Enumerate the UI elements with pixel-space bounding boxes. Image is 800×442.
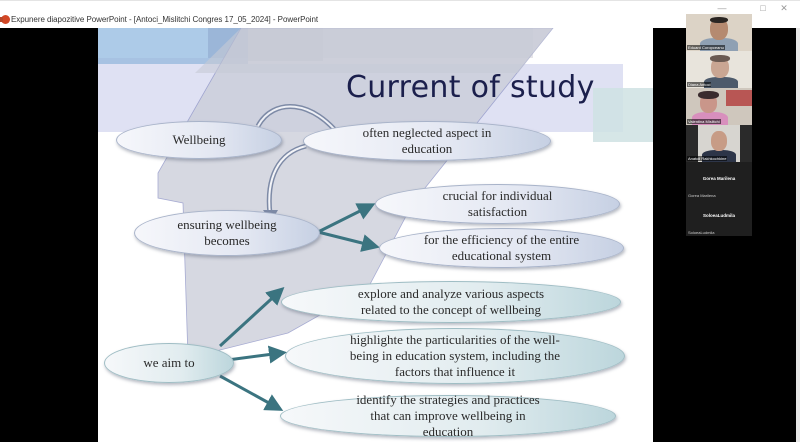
node-wellbeing: Wellbeing	[116, 121, 282, 159]
participant-panel: Eduard Coropceanu Diana Antoci Valentina…	[686, 14, 752, 236]
node-aim: we aim to	[104, 343, 234, 383]
participant-tile[interactable]: Valentina Mislitchi	[686, 88, 752, 125]
participant-tile[interactable]: SoloeaLudmila SoloeaLudmila	[686, 199, 752, 236]
node-crucial-text: crucial for individual satisfaction	[442, 188, 553, 219]
participant-video	[704, 77, 738, 88]
node-highlight: highlighte the particularities of the we…	[285, 328, 625, 384]
participant-name: Anatoli Rakhkochkine	[687, 156, 728, 161]
node-explore: explore and analyze various aspects rela…	[281, 281, 621, 323]
node-highlight-text: highlighte the particularities of the we…	[349, 332, 561, 379]
powerpoint-icon	[0, 15, 10, 24]
node-crucial: crucial for individual satisfaction	[375, 184, 620, 224]
participant-name: Valentina Mislitchi	[687, 119, 721, 124]
participant-tile[interactable]: Anatoli Rakhkochkine	[686, 125, 752, 162]
slide-title: Current of study	[346, 70, 595, 105]
maximize-button[interactable]: □	[760, 3, 766, 13]
window-edge	[796, 28, 800, 442]
close-button[interactable]: ✕	[780, 3, 788, 13]
slide[interactable]: Current of study Wellbeing often neglect…	[98, 28, 653, 442]
node-ensuring-text: ensuring wellbeing becomes	[177, 217, 277, 248]
node-explore-text: explore and analyze various aspects rela…	[357, 286, 545, 317]
participant-tile[interactable]: Gorea Marilena Gorea Marilena	[686, 162, 752, 199]
participant-name: Eduard Coropceanu	[687, 45, 725, 50]
node-efficiency: for the efficiency of the entire educati…	[379, 228, 624, 268]
node-ensuring: ensuring wellbeing becomes	[134, 210, 320, 256]
node-aim-text: we aim to	[143, 355, 195, 370]
participant-name: Diana Antoci	[687, 82, 712, 87]
participant-tile[interactable]: Eduard Coropceanu	[686, 14, 752, 51]
node-identify: identify the strategies and practices th…	[280, 392, 616, 439]
decor-rect-teal	[593, 88, 653, 142]
slideshow-letterbox-left	[0, 28, 98, 442]
arrow-to-crucial	[317, 203, 376, 234]
node-efficiency-text: for the efficiency of the entire educati…	[423, 232, 580, 263]
participant-tile[interactable]: Diana Antoci	[686, 51, 752, 88]
minimize-button[interactable]: —	[717, 3, 727, 13]
node-identify-text: identify the strategies and practices th…	[356, 392, 540, 439]
participant-name: SoloeaLudmila	[688, 230, 715, 235]
slide-background	[98, 28, 653, 411]
participant-name: Gorea Marilena	[688, 193, 716, 198]
arrow-to-efficiency	[317, 230, 380, 252]
node-neglected: often neglected aspect in education	[303, 121, 551, 161]
node-neglected-text: often neglected aspect in education	[362, 125, 492, 156]
participant-name-centered: Gorea Marilena	[702, 176, 736, 181]
decor-parallelogram	[157, 28, 554, 359]
window-title: Expunere diapozitive PowerPoint - [Antoc…	[11, 15, 319, 24]
window-titlebar: Expunere diapozitive PowerPoint - [Antoc…	[0, 0, 800, 29]
participant-name-centered: SoloeaLudmila	[702, 213, 735, 218]
node-wellbeing-text: Wellbeing	[172, 132, 226, 147]
arrow-to-explore	[218, 286, 285, 348]
arrow-to-identify	[219, 374, 284, 411]
